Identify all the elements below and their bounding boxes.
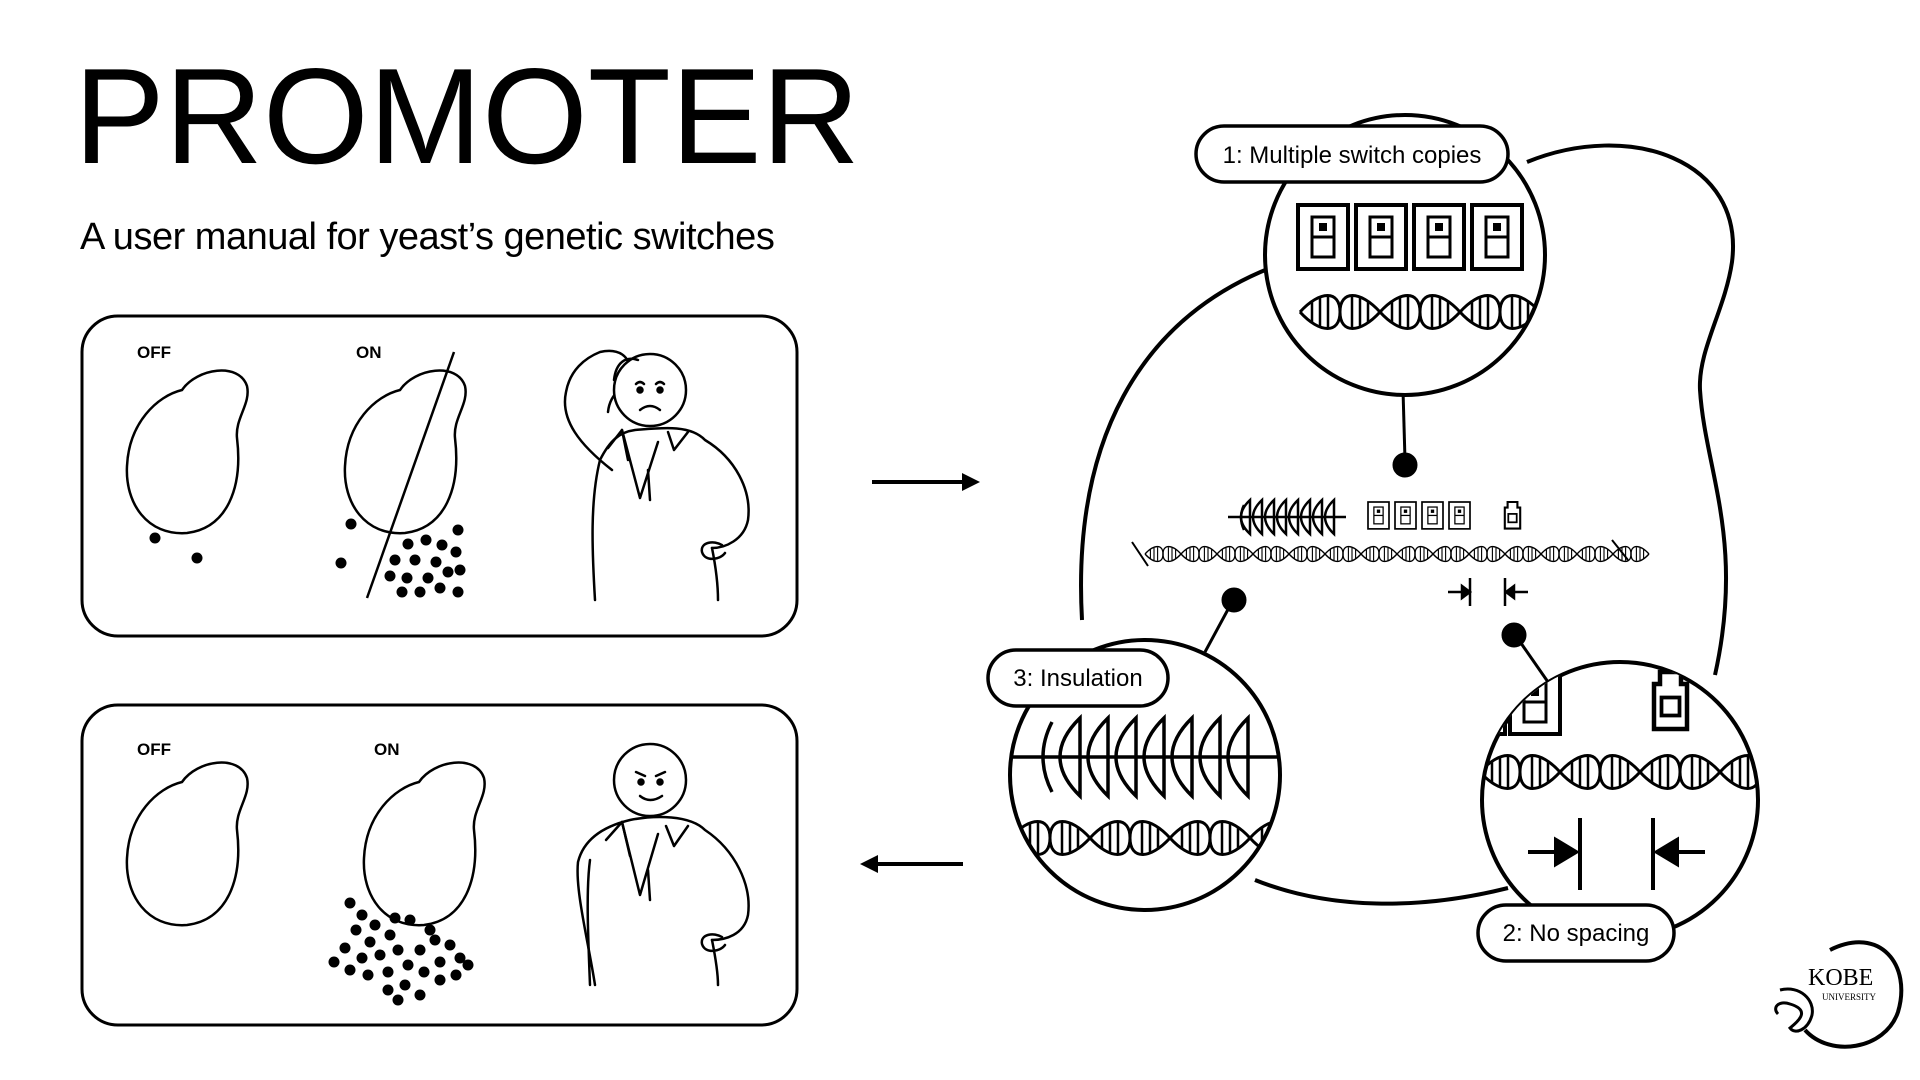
promoter-construct bbox=[1131, 497, 1650, 606]
insulator-icon bbox=[1228, 497, 1346, 537]
arrow-left-icon bbox=[860, 855, 963, 873]
spacing-arrows-icon bbox=[1448, 578, 1528, 606]
scientist-icon bbox=[563, 349, 750, 602]
switch-icon bbox=[1367, 501, 1471, 530]
on-label: ON bbox=[374, 740, 400, 759]
off-label: OFF bbox=[137, 343, 171, 362]
protein-dots-leaky bbox=[335, 518, 466, 598]
division-line bbox=[365, 351, 456, 599]
kobe-university-logo: KOBE UNIVERSITY bbox=[1774, 940, 1904, 1049]
arrow-right-icon bbox=[872, 473, 980, 491]
on-label: ON bbox=[356, 343, 382, 362]
insulator-icon bbox=[1010, 713, 1280, 801]
panel-after: OFF ON bbox=[80, 703, 799, 1027]
switch-icon bbox=[1482, 668, 1507, 736]
logo-name: KOBE bbox=[1808, 965, 1873, 991]
logo-sub: UNIVERSITY bbox=[1822, 992, 1876, 1002]
callout-insulation: 3: Insulation bbox=[986, 648, 1170, 708]
bottle-icon bbox=[1503, 500, 1522, 530]
callout-multiple-copies: 1: Multiple switch copies bbox=[1194, 124, 1510, 184]
design-cycle bbox=[1079, 143, 1736, 906]
bottle-icon bbox=[1654, 672, 1687, 729]
protein-dots-strong bbox=[328, 897, 474, 1006]
spacing-arrows-icon bbox=[1528, 818, 1705, 890]
dna-helix-icon bbox=[1131, 539, 1650, 567]
connector-pins bbox=[1203, 389, 1550, 683]
scientist-icon bbox=[576, 742, 750, 987]
off-label: OFF bbox=[137, 740, 171, 759]
callout-label: 3: Insulation bbox=[1013, 665, 1142, 692]
callout-label: 2: No spacing bbox=[1503, 920, 1650, 947]
callout-label: 1: Multiple switch copies bbox=[1223, 142, 1482, 169]
zoom-no-spacing bbox=[1480, 660, 1760, 940]
panel-before: OFF ON bbox=[80, 314, 799, 638]
zoom-multiple-copies bbox=[1263, 113, 1547, 397]
callout-no-spacing: 2: No spacing bbox=[1476, 903, 1676, 963]
protein-dots-off bbox=[149, 532, 203, 564]
page-title: PROMOTER bbox=[74, 40, 860, 192]
page-subtitle: A user manual for yeast’s genetic switch… bbox=[80, 216, 775, 258]
